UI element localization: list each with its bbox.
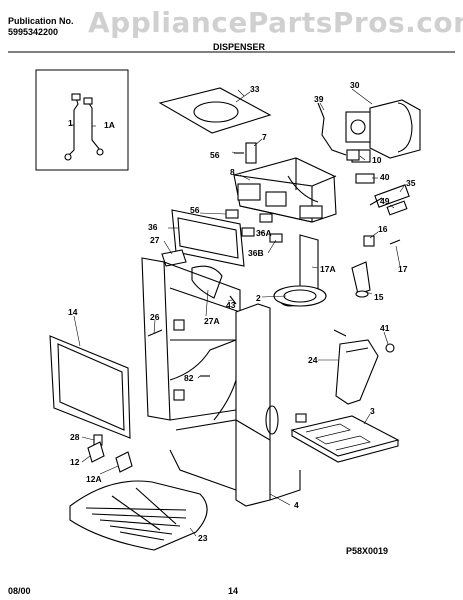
callout-27: 27 <box>150 235 160 245</box>
part-7 <box>245 142 257 164</box>
callout-39: 39 <box>314 94 324 104</box>
callout-82: 82 <box>184 373 194 383</box>
wire-inset-box <box>35 69 129 171</box>
callout-17A: 17A <box>320 264 336 274</box>
part-10 <box>346 149 360 161</box>
part-41-stem <box>333 329 347 337</box>
callout-4: 4 <box>294 500 299 510</box>
publication-label: Publication No. <box>8 16 74 26</box>
callout-16: 16 <box>378 224 388 234</box>
callout-7: 7 <box>262 132 267 142</box>
callout-36A: 36A <box>256 228 272 238</box>
part-14-panel <box>49 335 131 439</box>
callout-1: 1 <box>68 118 73 128</box>
callout-14: 14 <box>68 307 78 317</box>
callout-30: 30 <box>350 80 360 90</box>
footer-date: 08/00 <box>8 586 31 596</box>
part-3-heater <box>290 413 400 463</box>
part-26-screw <box>147 329 163 337</box>
callout-1A: 1A <box>104 120 115 130</box>
callout-28: 28 <box>70 432 80 442</box>
part-39-wire <box>317 102 347 156</box>
callout-33: 33 <box>250 84 260 94</box>
watermark: AppliancePartsPros.com <box>88 6 463 39</box>
callout-3: 3 <box>370 406 375 416</box>
part-24-water-actuator <box>335 339 379 405</box>
callout-56-upper: 56 <box>210 150 220 160</box>
callout-2: 2 <box>256 293 261 303</box>
part-49 <box>386 200 408 216</box>
callout-40: 40 <box>380 172 390 182</box>
part-2-chute <box>273 234 327 307</box>
part-36-front-panel <box>171 209 245 267</box>
part-12-hinge <box>87 441 105 463</box>
callout-12A: 12A <box>86 474 102 484</box>
callout-56-lower: 56 <box>190 205 200 215</box>
callout-10: 10 <box>372 155 382 165</box>
part-40 <box>355 173 375 184</box>
part-43 <box>229 295 237 305</box>
publication-number: 5995342200 <box>8 27 59 37</box>
callout-17: 17 <box>398 264 408 274</box>
diagram-code: P58X0019 <box>346 546 389 556</box>
part-23-drip-tray <box>69 480 208 551</box>
part-35-solenoid <box>369 184 410 208</box>
callout-24: 24 <box>308 355 318 365</box>
part-8-housing <box>233 157 337 223</box>
callout-36: 36 <box>148 222 158 232</box>
dispenser-cabinet-frame <box>141 257 301 507</box>
callout-8: 8 <box>230 167 235 177</box>
callout-49: 49 <box>380 196 390 206</box>
part-33-cover <box>158 87 272 134</box>
callout-12: 12 <box>70 457 80 467</box>
callout-35: 35 <box>406 178 416 188</box>
callout-labels: 33 39 30 7 56 10 8 40 35 49 56 36 36A 16… <box>68 80 416 543</box>
callout-41: 41 <box>380 323 390 333</box>
callout-23: 23 <box>198 533 208 543</box>
callout-15: 15 <box>374 292 384 302</box>
part-30-motor <box>345 99 421 163</box>
page-number: 14 <box>228 586 239 596</box>
part-17 <box>389 239 401 245</box>
callout-43: 43 <box>226 300 236 310</box>
callout-26: 26 <box>150 312 160 322</box>
part-12A-hinge <box>115 451 133 473</box>
wire-harness-1 <box>64 93 104 161</box>
part-15-lamp <box>351 261 371 298</box>
leader-lines <box>73 88 405 537</box>
part-36A-bracket <box>225 209 283 243</box>
section-title: DISPENSER <box>213 42 266 52</box>
callout-36B: 36B <box>248 248 264 258</box>
callout-27A: 27A <box>204 316 220 326</box>
part-41 <box>385 343 395 353</box>
part-16 <box>363 235 375 247</box>
